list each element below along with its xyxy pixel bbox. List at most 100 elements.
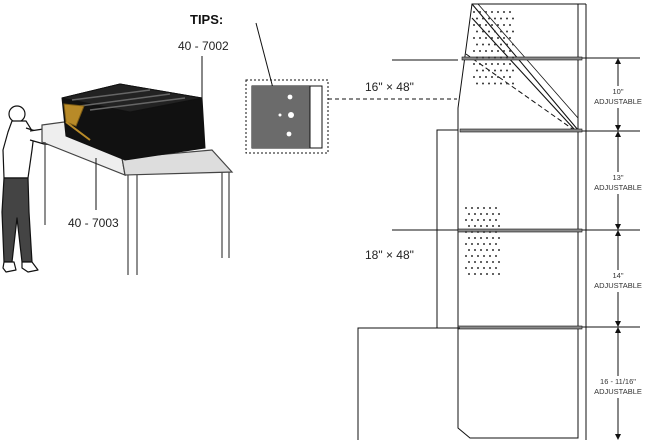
hole (480, 273, 482, 275)
hole (503, 11, 505, 13)
hole (495, 219, 497, 221)
hole (471, 255, 473, 257)
hole (473, 37, 475, 39)
hole (480, 213, 482, 215)
hole (503, 50, 505, 52)
hole (465, 231, 467, 233)
hole (486, 225, 488, 227)
dimension-arrows (615, 58, 621, 440)
hole (495, 255, 497, 257)
hole (486, 273, 488, 275)
hole (483, 267, 485, 269)
shelf-box (61, 83, 206, 161)
hole (480, 225, 482, 227)
hole (488, 30, 490, 33)
hole (488, 43, 490, 46)
hole (497, 76, 499, 78)
hole (497, 50, 499, 52)
dimension-label-3: 14" ADJUSTABLE (594, 270, 642, 292)
hole (491, 50, 493, 52)
hole (495, 243, 497, 245)
hole (465, 219, 467, 221)
hole (477, 207, 479, 209)
hole (477, 243, 479, 245)
hole (512, 43, 514, 46)
hole (473, 76, 475, 78)
hole (497, 24, 499, 26)
svg-text:14": 14" (612, 271, 623, 280)
hole (503, 37, 505, 39)
dimension-label-1: 10" ADJUSTABLE (594, 86, 642, 108)
hole (474, 213, 476, 215)
hole (474, 249, 476, 251)
hole (468, 261, 470, 263)
dimension-label-2: 13" ADJUSTABLE (594, 172, 642, 194)
hole (485, 37, 487, 39)
hole (474, 237, 476, 239)
hole (494, 82, 496, 85)
hole (485, 63, 487, 65)
hole (485, 50, 487, 52)
hole (468, 273, 470, 275)
hole (482, 17, 484, 20)
hole (503, 24, 505, 26)
hole (509, 11, 511, 13)
hole (480, 261, 482, 263)
hole (491, 76, 493, 78)
hole (512, 69, 514, 72)
hole (492, 249, 494, 251)
hole (468, 213, 470, 215)
hole (509, 24, 511, 26)
hole (488, 69, 490, 72)
hole (482, 43, 484, 46)
hole (476, 17, 478, 20)
hole (471, 207, 473, 209)
hole (494, 56, 496, 59)
hole (506, 69, 508, 72)
hole (492, 261, 494, 263)
dimension-label-4: 16 - 11/16" ADJUSTABLE (590, 376, 646, 398)
hole (491, 37, 493, 39)
hole (494, 69, 496, 72)
hole (486, 261, 488, 263)
shelf-size-upper: 16" × 48" (365, 80, 414, 94)
hole (476, 56, 478, 59)
part-label-bottom: 40 - 7003 (68, 216, 119, 230)
hole (491, 11, 493, 13)
hole (485, 76, 487, 78)
hole (479, 37, 481, 39)
hole (473, 11, 475, 13)
tips-panel-closeup (251, 85, 323, 149)
hole (498, 249, 500, 251)
hole (498, 225, 500, 227)
hole (509, 37, 511, 39)
hole (488, 56, 490, 59)
hole (486, 213, 488, 215)
hole (500, 69, 502, 72)
hole (498, 261, 500, 263)
panel-holes (465, 11, 514, 275)
hole (483, 255, 485, 257)
hole (483, 243, 485, 245)
hole (494, 30, 496, 33)
hole (485, 11, 487, 13)
hole (479, 50, 481, 52)
svg-text:13": 13" (612, 173, 623, 182)
hole (489, 219, 491, 221)
hole (480, 237, 482, 239)
hole (489, 231, 491, 233)
hole (471, 243, 473, 245)
shelf-outlines (357, 59, 460, 440)
hole (483, 231, 485, 233)
hole (477, 231, 479, 233)
tips-label: TIPS: (190, 12, 223, 27)
hole (506, 56, 508, 59)
hole (497, 11, 499, 13)
hole (512, 56, 514, 59)
hole (465, 243, 467, 245)
hole (489, 267, 491, 269)
hole (489, 243, 491, 245)
hole (500, 30, 502, 33)
hole (485, 24, 487, 26)
